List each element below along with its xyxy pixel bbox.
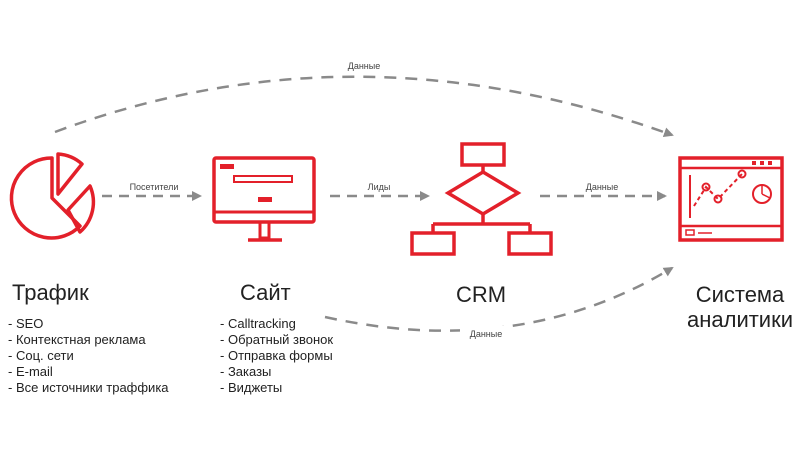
list-item: Обратный звонок (220, 332, 333, 348)
analytics-title-line1: Система (695, 282, 785, 307)
analytics-title: Система аналитики (680, 282, 800, 332)
site-to-crm-label: Лиды (368, 182, 391, 192)
monitor-icon (212, 156, 316, 242)
list-item: Соц. сети (8, 348, 169, 364)
crm-to-analytics-label: Данные (586, 182, 619, 192)
list-item: E-mail (8, 364, 169, 380)
list-item: Виджеты (220, 380, 333, 396)
pie-chart-icon (9, 152, 96, 240)
traffic-to-site-label: Посетители (130, 182, 179, 192)
top-arc-label: Данные (348, 61, 381, 71)
list-item: SEO (8, 316, 169, 332)
analytics-dashboard-icon (678, 156, 784, 242)
site-title: Сайт (240, 280, 291, 305)
bottom-arc-arrow (324, 266, 674, 332)
top-arc-arrow (54, 75, 674, 137)
list-item: Все источники траффика (8, 380, 169, 396)
list-item: Отправка формы (220, 348, 333, 364)
list-item: Calltracking (220, 316, 333, 332)
crm-title: CRM (456, 282, 507, 307)
traffic-sources-list: SEO Контекстная реклама Соц. сети E-mail… (8, 316, 169, 396)
list-item: Контекстная реклама (8, 332, 169, 348)
site-channels-list: Calltracking Обратный звонок Отправка фо… (220, 316, 333, 396)
flowchart-icon (410, 142, 553, 256)
list-item: Заказы (220, 364, 333, 380)
bottom-arc-label: Данные (470, 329, 503, 339)
traffic-title: Трафик (12, 280, 89, 305)
analytics-title-line2: аналитики (686, 307, 794, 332)
